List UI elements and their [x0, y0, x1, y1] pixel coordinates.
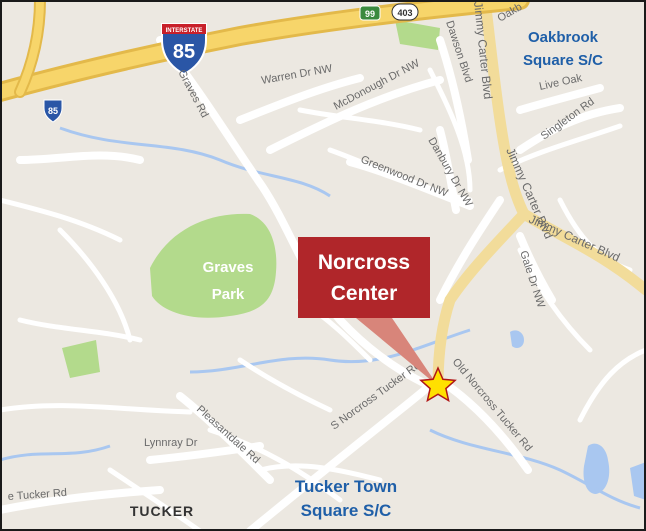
interstate-shield-icon: INTERSTATE 85: [161, 23, 207, 76]
callout-line1: Norcross: [318, 251, 410, 274]
shield-number: 85: [173, 41, 195, 63]
place-label-park-line1: Graves: [203, 259, 254, 276]
small-park-area: [395, 20, 440, 50]
norcross-center-callout[interactable]: Norcross Center: [298, 237, 430, 318]
state-route-shield-icon: 403: [391, 3, 419, 21]
area-label-oakbrook-line2: Square S/C: [523, 52, 603, 69]
place-label-park-line2: Park: [212, 286, 245, 303]
local-roads: [0, 36, 624, 531]
shield-number: 99: [365, 9, 375, 19]
graves-park-area: [150, 213, 277, 318]
area-label-tucker-town-line2: Square S/C: [301, 501, 392, 520]
interstate-shield-icon: 85: [43, 99, 63, 123]
shield-top-text: INTERSTATE: [166, 28, 203, 34]
callout-line2: Center: [331, 282, 398, 305]
area-label-oakbrook-line1: Oakbrook: [528, 29, 599, 46]
streams: [0, 126, 641, 510]
callout-pointer: [356, 318, 438, 386]
state-route-shield-icon: 99: [359, 5, 381, 21]
star-icon[interactable]: [419, 366, 457, 403]
water-features: [510, 330, 646, 500]
area-label-tucker-town-line1: Tucker Town: [295, 477, 397, 496]
shield-number: 85: [48, 106, 58, 116]
place-label-tucker: TUCKER: [130, 503, 194, 519]
jimmy-carter-blvd-road: [432, 0, 646, 392]
small-park-area: [62, 340, 100, 378]
area-label-oakbrook-square: Oakbrook Square S/C: [523, 29, 603, 69]
shield-number: 403: [397, 8, 412, 18]
street-label-lynnray-dr: Lynnray Dr: [144, 437, 198, 449]
area-label-tucker-town-square: Tucker Town Square S/C: [295, 477, 397, 520]
interstate-85-highway: [0, 0, 530, 102]
street-label-tucker-rd: e Tucker Rd: [7, 487, 67, 503]
